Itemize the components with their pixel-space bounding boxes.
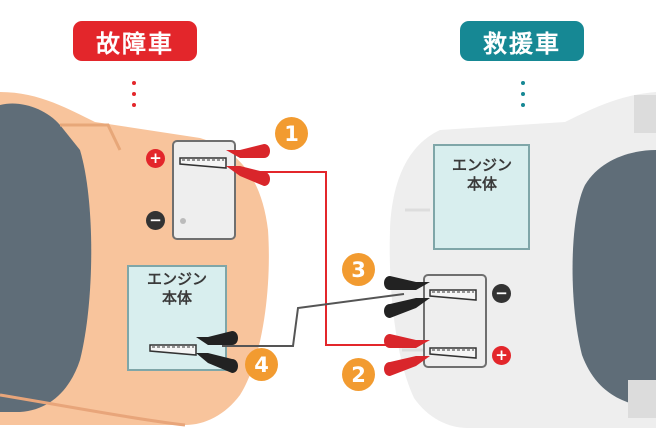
step-4-badge: 4 xyxy=(245,348,278,381)
clamp-red-rescue xyxy=(384,334,477,376)
rescue-plus-terminal: + xyxy=(492,346,511,365)
clamp-black-rescue xyxy=(384,276,477,318)
rescue-car-label: 救援車 xyxy=(460,21,584,61)
broken-car-label: 故障車 xyxy=(73,21,197,61)
rescue-car xyxy=(389,92,656,428)
red-cable xyxy=(258,171,404,346)
step-1-badge: 1 xyxy=(275,117,308,150)
rescue-engine-label: エンジン 本体 xyxy=(434,156,530,194)
broken-battery xyxy=(172,140,236,240)
step-2-badge: 2 xyxy=(342,358,375,391)
clamp-red-broken xyxy=(179,144,270,186)
broken-plus-terminal: + xyxy=(146,149,165,168)
leader-dots xyxy=(132,81,525,107)
step-3-badge: 3 xyxy=(342,253,375,286)
broken-engine-label-text: エンジン 本体 xyxy=(146,270,207,307)
broken-engine-label: エンジン 本体 xyxy=(129,270,225,308)
rescue-minus-terminal: − xyxy=(492,284,511,303)
clamp-black-broken xyxy=(149,331,238,373)
rescue-engine-label-text: エンジン 本体 xyxy=(451,156,512,193)
broken-minus-terminal: − xyxy=(146,211,165,230)
rescue-engine-box xyxy=(433,144,530,250)
black-cable xyxy=(222,293,405,347)
